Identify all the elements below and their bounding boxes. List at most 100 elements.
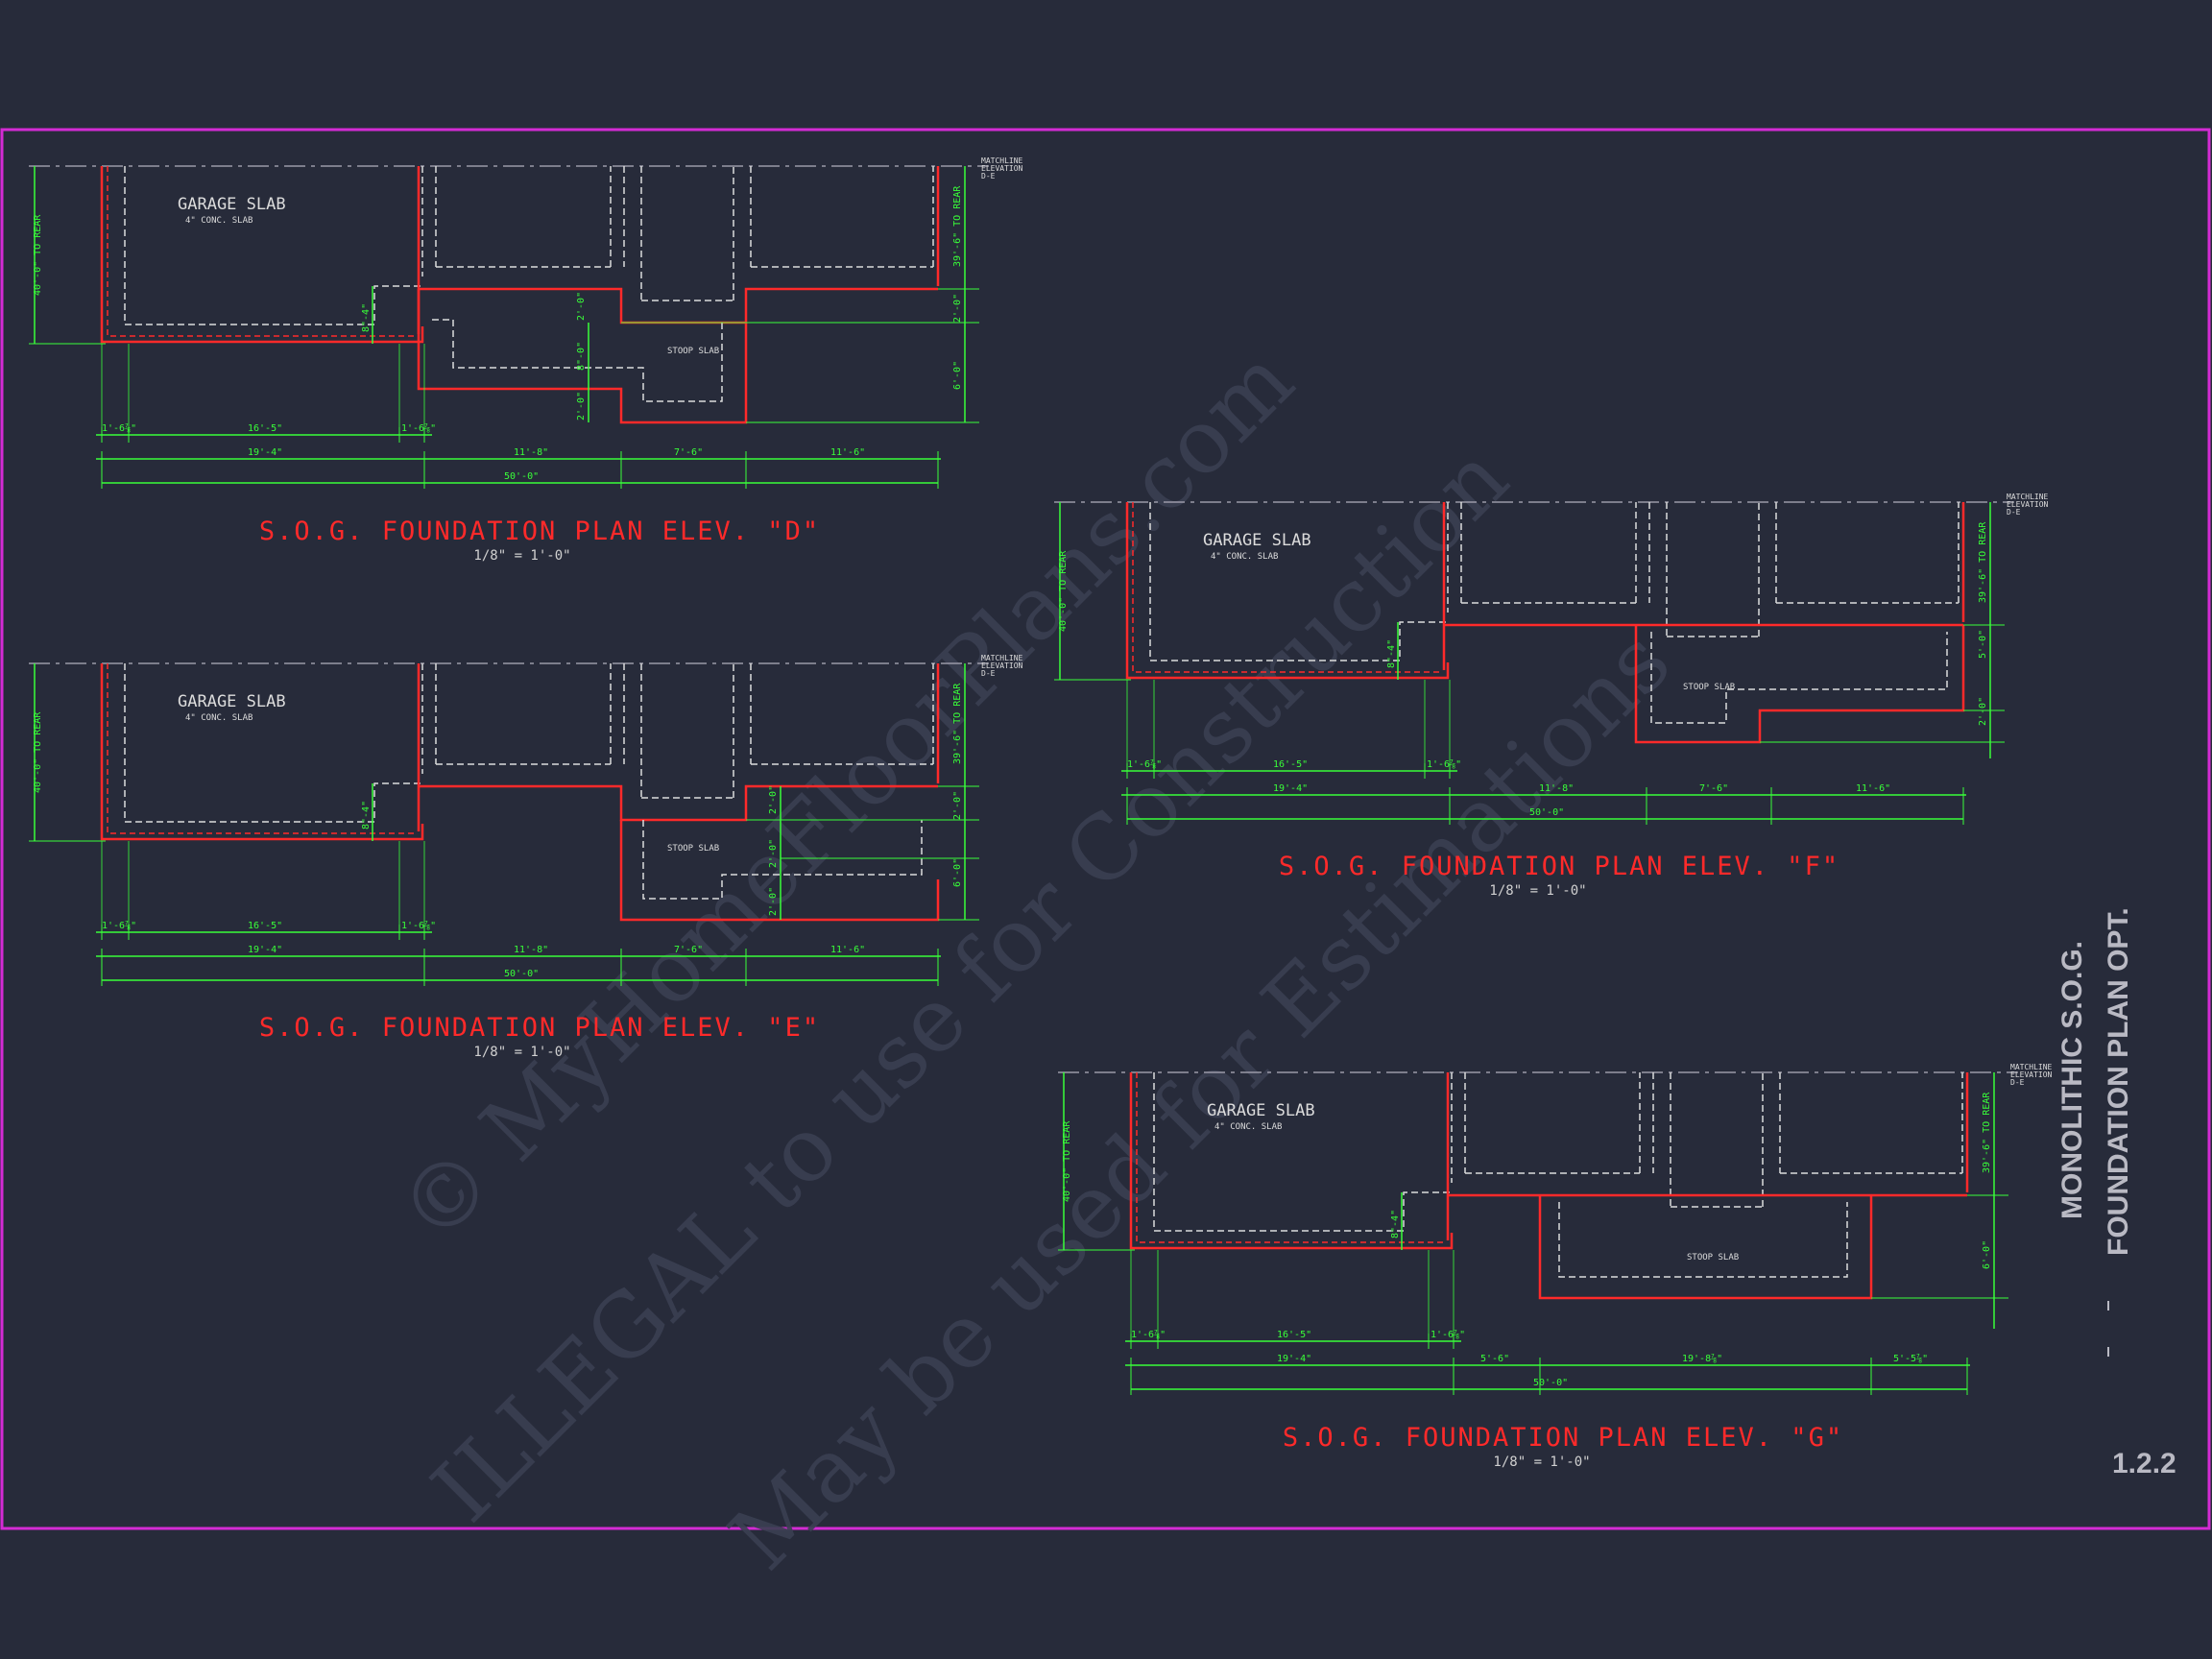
dim-label-row2: 7'-6" [674,447,703,458]
right-dim-label: 6'-0" [952,361,963,390]
stoop-hidden-line [642,820,923,900]
stoop-hidden-line [1650,632,1948,724]
dim-label-row1: 1'-6⅞" [401,422,436,434]
matchline-label: ELEVATION [2010,1070,2053,1079]
dim-label-row1: 16'-5" [1273,759,1308,770]
plan-scale-e: 1/8" = 1'-0" [473,1045,570,1060]
dim-label-row1: 1'-6⅞" [1431,1329,1465,1340]
garage-hidden-line [124,166,422,325]
dim-label-row1: 1'-6⅞" [1427,758,1461,770]
dim-label-row2: 11'-6" [830,447,865,458]
matchline-label: ELEVATION [981,661,1023,670]
garage-slab-edge-inner [1132,502,1442,673]
garage-slab-sublabel: 4" CONC. SLAB [185,713,252,723]
dim-label-row1: 1'-6⅞" [401,920,436,931]
garage-slab-sublabel: 4" CONC. SLAB [1214,1122,1282,1132]
left-dim-label: 40'-0" TO REAR [33,214,43,296]
matchline-label: D-E [2010,1078,2025,1087]
dim-label-row1: 1'-6⅞" [1127,758,1162,770]
step-dim-label: 8"-4" [361,303,372,332]
stoop-slab-edge [417,289,748,424]
plan-scale-g: 1/8" = 1'-0" [1493,1455,1590,1470]
step-dim-label: 8"-4" [1386,639,1397,668]
matchline-label: MATCHLINE [2007,493,2049,501]
left-dim-label: 40'-0" TO REAR [33,711,43,793]
dim-label-row2: 5'-5⅞" [1893,1353,1928,1364]
dim-label-row2: 11'-8" [514,447,548,458]
dim-label-overall: 50'-0" [504,471,539,482]
right-dim-label: 39'-6" TO REAR [952,185,963,267]
stoop-dim-label: 2'-0" [768,839,779,868]
right-dim-label: 6'-0" [1982,1240,1992,1269]
right-dim-label: 6'-0" [952,858,963,887]
right-dim-label: 2'-0" [952,791,963,820]
right-dim-label: 39'-6" TO REAR [1982,1092,1992,1173]
plan-title-g: S.O.G. FOUNDATION PLAN ELEV. "G" [1283,1423,1843,1453]
garage-hidden-line [1153,1072,1452,1232]
garage-slab-label: GARAGE SLAB [178,195,286,214]
sheet-number: 1.2.2 [2112,1448,2176,1479]
dim-label-row2: 19'-8⅞" [1682,1353,1722,1364]
plan-title-f: S.O.G. FOUNDATION PLAN ELEV. "F" [1279,852,1839,881]
matchline-label: ELEVATION [981,164,1023,173]
garage-slab-label: GARAGE SLAB [178,692,286,711]
right-dim-label: 5'-0" [1978,630,1988,659]
matchline-label: ELEVATION [2007,500,2049,509]
stoop-slab-label: STOOP SLAB [1683,683,1735,692]
plan-title-e: S.O.G. FOUNDATION PLAN ELEV. "E" [259,1013,820,1043]
right-dim-label: 39'-6" TO REAR [1978,521,1988,603]
stoop-slab-edge [619,820,940,922]
plan-scale-f: 1/8" = 1'-0" [1489,883,1586,899]
stoop-hidden-line [432,319,723,402]
matchline-label: D-E [981,172,996,180]
stoop-slab-label: STOOP SLAB [1687,1253,1739,1262]
garage-slab-sublabel: 4" CONC. SLAB [185,216,252,226]
stoop-dim-label: 2'-0" [576,392,587,421]
stoop-slab-label: STOOP SLAB [667,347,719,356]
right-dim-label: 2'-0" [1978,697,1988,726]
stoop-dim-label: 2'-0" [576,292,587,321]
right-dim-label: 2'-0" [952,294,963,323]
stoop-slab-edge [1634,625,1965,744]
matchline-label: MATCHLINE [981,654,1023,662]
garage-slab-label: GARAGE SLAB [1203,531,1311,550]
dim-label-row2: 19'-4" [1277,1354,1311,1364]
garage-slab-edge [1129,1072,1454,1250]
dim-label-row2: 11'-6" [1856,783,1890,794]
garage-slab-edge [100,166,424,344]
sheet-border [0,128,2211,1530]
garage-slab-edge-inner [107,663,417,834]
dim-label-row1: 1'-6⅞" [102,422,136,434]
step-dim-label: 8"-4" [361,801,372,830]
left-dim-label: 40'-0" TO REAR [1062,1120,1072,1202]
plan-title-d: S.O.G. FOUNDATION PLAN ELEV. "D" [259,517,820,546]
stoop-dim-label: 8"-0" [576,342,587,371]
dim-label-row2: 5'-6" [1480,1354,1509,1364]
matchline-label: D-E [2007,508,2021,517]
garage-hidden-line [1149,502,1448,661]
dim-label-overall: 50'-0" [1533,1378,1568,1388]
plan-scale-d: 1/8" = 1'-0" [473,548,570,564]
matchline-label: MATCHLINE [2010,1063,2053,1071]
dim-label-row1: 16'-5" [248,921,282,931]
stoop-dim-label: 2'-0" [768,887,779,916]
dim-label-row1: 1'-6⅞" [102,920,136,931]
garage-slab-sublabel: 4" CONC. SLAB [1211,552,1278,562]
dim-label-row2: 11'-8" [514,945,548,955]
dim-label-row1: 16'-5" [1277,1330,1311,1340]
garage-slab-edge-inner [107,166,417,337]
dim-label-row1: 1'-6⅞" [1131,1329,1166,1340]
dim-label-row2: 19'-4" [1273,783,1308,794]
garage-slab-edge [100,663,424,841]
sheet-title-line-1: MONOLITHIC S.O.G. [2056,941,2088,1219]
matchline-label: D-E [981,669,996,678]
stoop-dim-label: 2'-0" [768,785,779,814]
dim-label-overall: 50'-0" [1529,807,1564,818]
garage-slab-edge-inner [1136,1072,1446,1243]
matchline-label: MATCHLINE [981,156,1023,165]
